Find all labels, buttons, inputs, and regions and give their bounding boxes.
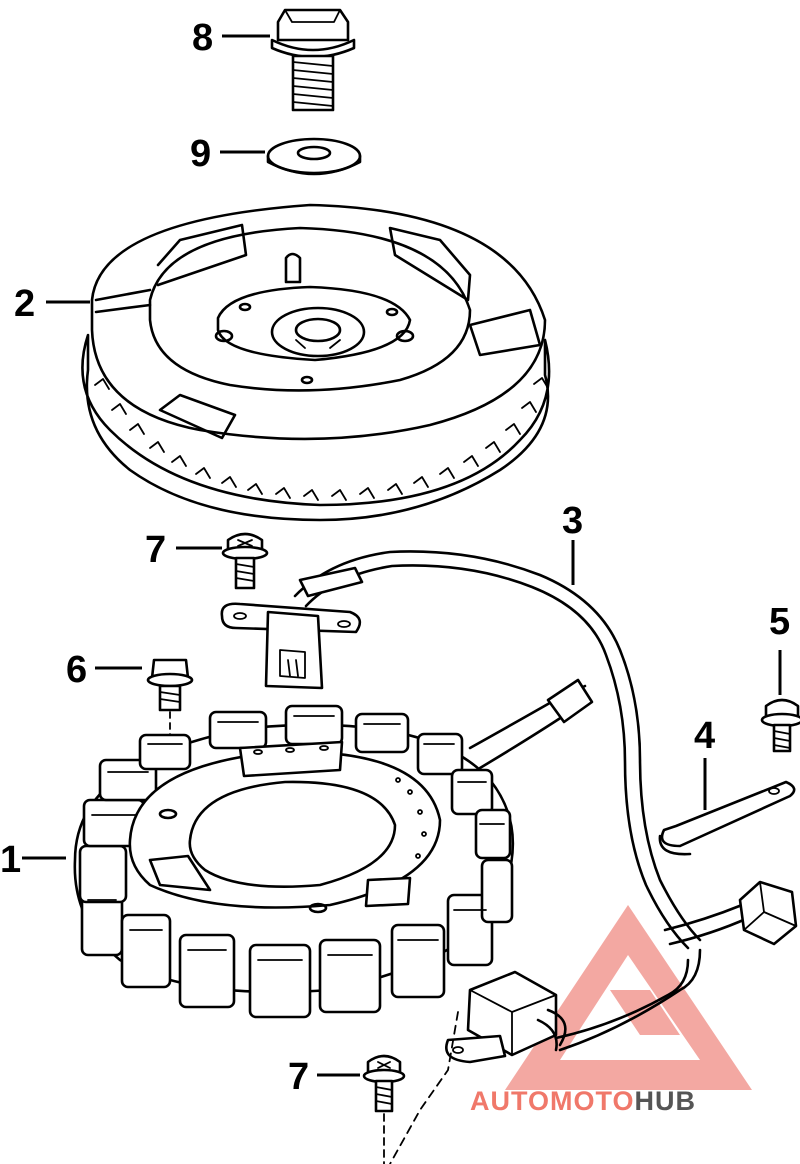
callout-5: 5 xyxy=(769,601,791,643)
callout-3: 3 xyxy=(562,500,584,542)
watermark-text: AUTOMOTOHUB xyxy=(470,1088,696,1115)
part-9-washer xyxy=(266,137,362,176)
part-8-flywheel-bolt xyxy=(270,8,356,112)
watermark-part2: HUB xyxy=(634,1086,697,1116)
callout-2: 2 xyxy=(14,283,36,325)
harness-connectors xyxy=(554,880,798,1052)
watermark-part1: AUTOMOTO xyxy=(470,1086,635,1116)
callout-7-upper: 7 xyxy=(145,529,167,571)
callout-1: 1 xyxy=(0,839,22,881)
part-6-bolt xyxy=(146,658,194,811)
callout-9: 9 xyxy=(190,133,212,175)
part-2-flywheel xyxy=(81,203,551,522)
part-7-screw-upper xyxy=(221,532,269,590)
callout-7-lower: 7 xyxy=(288,1056,310,1098)
part-5-screw xyxy=(760,698,800,753)
callout-leaders xyxy=(22,34,782,1077)
part-1-stator xyxy=(73,678,594,1019)
callout-6: 6 xyxy=(66,649,88,691)
callout-8: 8 xyxy=(192,17,214,59)
part-3-trigger-harness xyxy=(220,550,702,950)
ignition-module xyxy=(389,970,567,1164)
part-7-screw-lower xyxy=(362,1054,406,1164)
part-4-clamp xyxy=(658,780,796,856)
callout-4: 4 xyxy=(694,715,716,757)
